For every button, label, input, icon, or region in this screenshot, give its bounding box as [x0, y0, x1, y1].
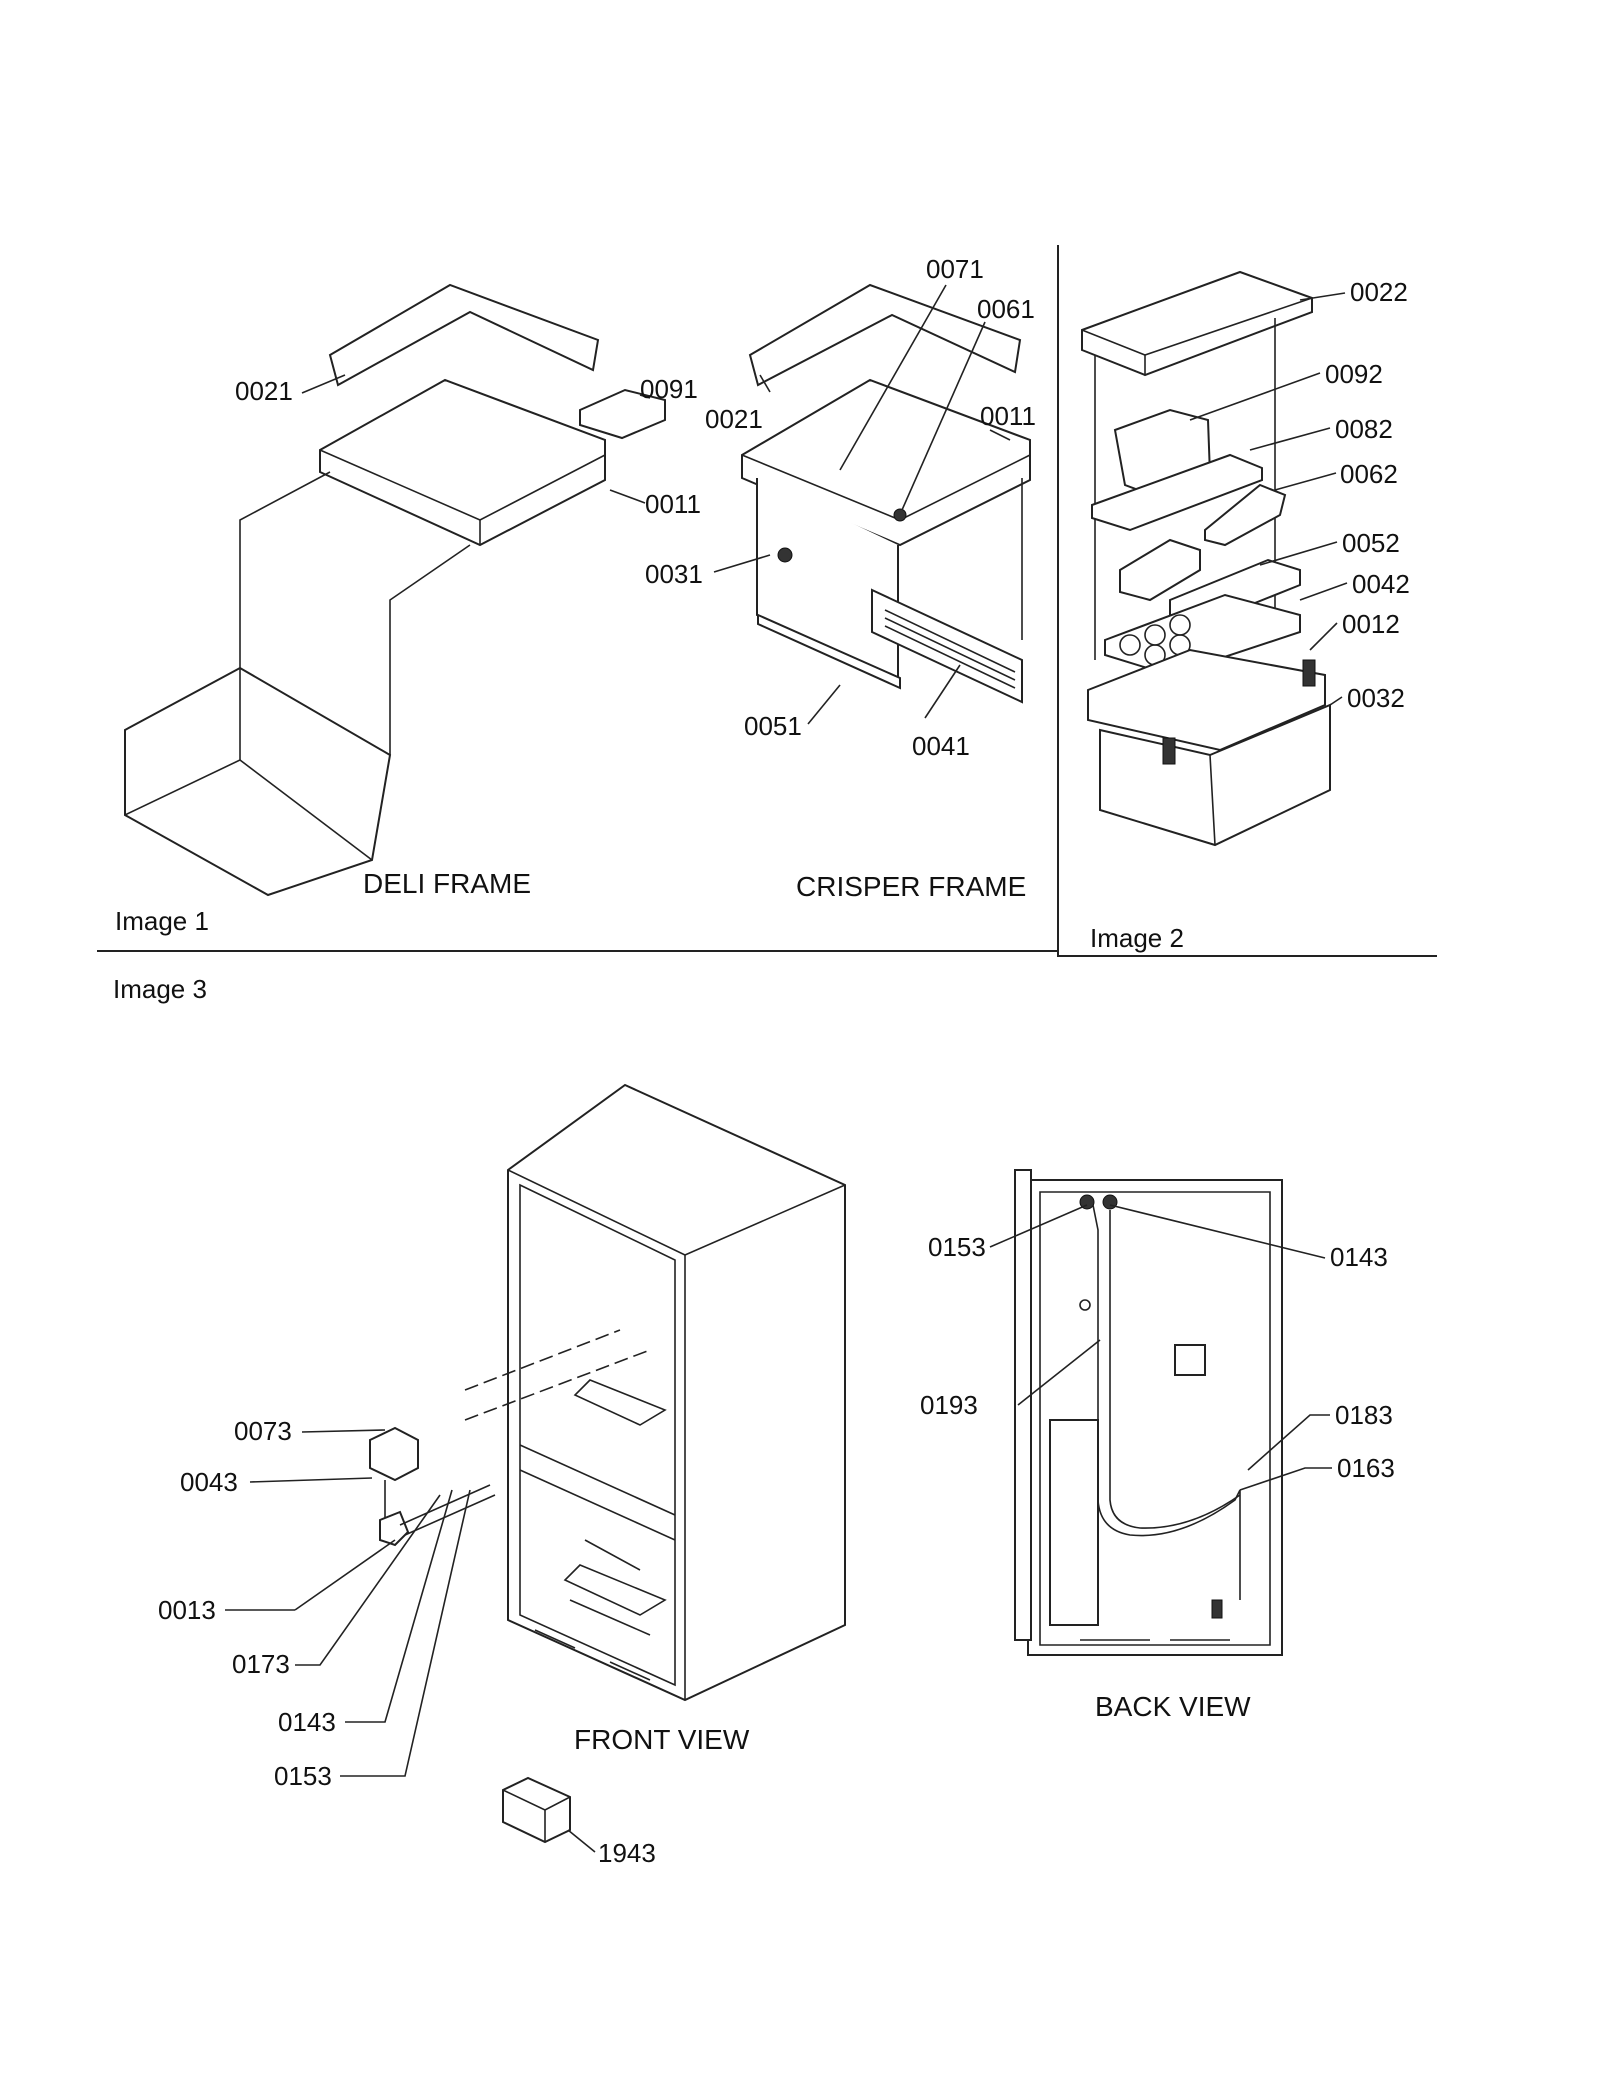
deli-bracket-part — [579, 388, 666, 440]
cabinet-back-group — [1014, 1169, 1283, 1656]
deli-callout-0011: 0011 — [645, 489, 701, 519]
image-2-label: Image 2 — [1090, 923, 1184, 953]
bin-0012-part — [1087, 648, 1326, 752]
deli-frame-part — [319, 378, 606, 547]
door-callout-0022: 0022 — [1350, 277, 1408, 307]
egg-tray-0042-part — [1104, 593, 1301, 677]
crisper-rail-part — [757, 613, 901, 690]
crisper-callout-0031: 0031 — [645, 559, 703, 589]
crisper-callout-0011: 0011 — [980, 401, 1036, 431]
back-callout-0193: 0193 — [920, 1390, 978, 1420]
deli-callout-lines — [301, 374, 651, 504]
front-callout-0153: 0153 — [274, 1761, 332, 1791]
crisper-callout-0021: 0021 — [705, 404, 763, 434]
crisper-frame-caption: CRISPER FRAME — [796, 871, 1026, 902]
water-valve-group — [369, 1426, 496, 1547]
door-callout-0012: 0012 — [1342, 609, 1400, 639]
back-view-caption: BACK VIEW — [1095, 1691, 1251, 1722]
door-callout-0052: 0052 — [1342, 528, 1400, 558]
back-callout-0163: 0163 — [1337, 1453, 1395, 1483]
door-callout-0062: 0062 — [1340, 459, 1398, 489]
holder-0062-part — [1204, 483, 1287, 547]
door-callout-lines — [1189, 292, 1348, 706]
box-callout-1943: 1943 — [598, 1838, 656, 1868]
tray-0082-part — [1091, 453, 1263, 532]
deli-callout-0021: 0021 — [235, 376, 293, 406]
crisper-callout-0051: 0051 — [744, 711, 802, 741]
crisper-cover-part — [748, 283, 1022, 387]
door-assembly-group — [1081, 270, 1331, 847]
crisper-frame-part — [741, 378, 1031, 547]
crisper-frame-group — [741, 283, 1031, 704]
cabinet-front-group — [464, 1083, 846, 1702]
door-callout-0092: 0092 — [1325, 359, 1383, 389]
back-callout-0143: 0143 — [1330, 1242, 1388, 1272]
front-view-caption: FRONT VIEW — [574, 1724, 750, 1755]
back-callout-lines — [989, 1204, 1332, 1491]
front-callout-0013: 0013 — [158, 1595, 216, 1625]
door-callout-0042: 0042 — [1352, 569, 1410, 599]
crisper-callout-0071: 0071 — [926, 254, 984, 284]
deli-cover-part — [328, 283, 600, 387]
back-callout-0153: 0153 — [928, 1232, 986, 1262]
filter-box-part — [502, 1776, 571, 1844]
deli-frame-group — [124, 283, 666, 897]
image-1-label: Image 1 — [115, 906, 209, 936]
back-callout-0183: 0183 — [1335, 1400, 1393, 1430]
front-callout-0073: 0073 — [234, 1416, 292, 1446]
crisper-callout-0041: 0041 — [912, 731, 970, 761]
image-3-label: Image 3 — [113, 974, 207, 1004]
front-callout-lines — [225, 1429, 471, 1777]
front-callout-0043: 0043 — [180, 1467, 238, 1497]
door-callout-0082: 0082 — [1335, 414, 1393, 444]
valve-bracket-part — [369, 1426, 419, 1482]
holder-0062b-part — [1119, 538, 1201, 602]
crisper-callout-0061: 0061 — [977, 294, 1035, 324]
deli-callout-0091: 0091 — [640, 374, 698, 404]
cabinet-body — [507, 1083, 846, 1702]
shelf-cover-part — [1081, 270, 1313, 377]
deli-drawer-part — [124, 666, 392, 897]
deli-frame-caption: DELI FRAME — [363, 868, 531, 899]
crisper-callout-lines — [713, 284, 1011, 725]
front-callout-0173: 0173 — [232, 1649, 290, 1679]
front-callout-0143: 0143 — [278, 1707, 336, 1737]
valve-body-part — [379, 1510, 410, 1547]
door-callout-0032: 0032 — [1347, 683, 1405, 713]
